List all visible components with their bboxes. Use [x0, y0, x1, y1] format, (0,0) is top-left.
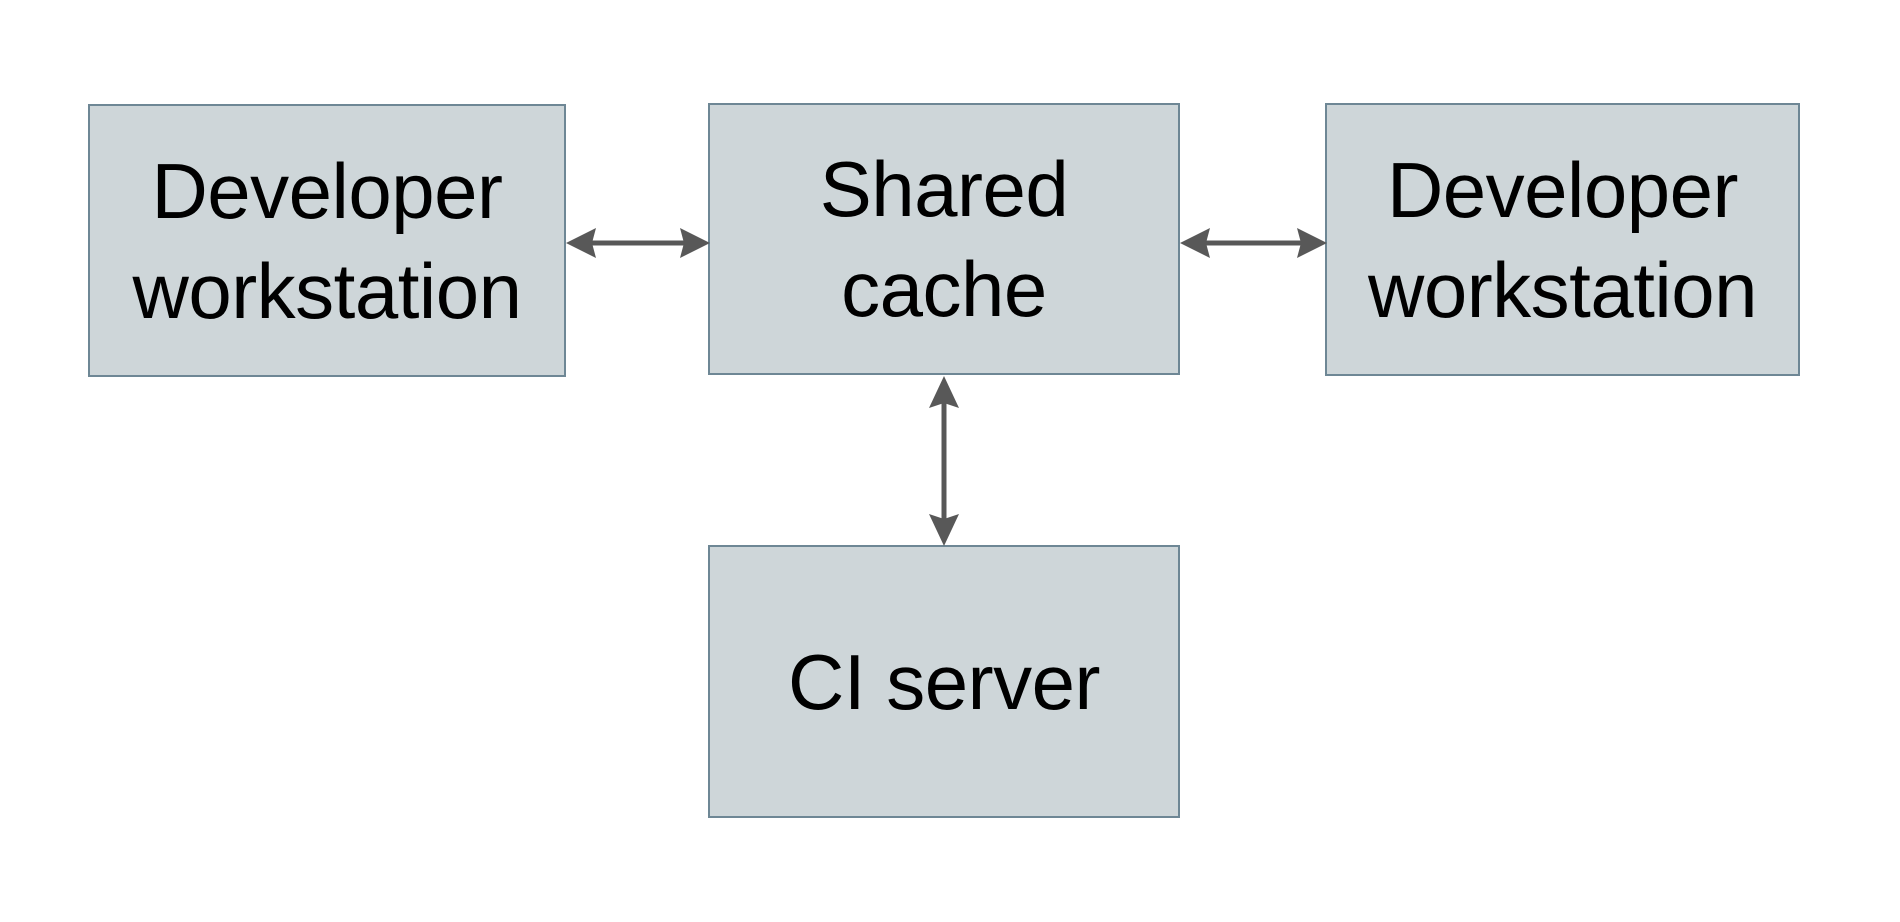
double-arrow-horizontal-icon	[566, 228, 710, 258]
edge-shared-cache-to-ci-server	[920, 376, 968, 546]
node-ci-server[interactable]: CI server	[708, 545, 1180, 818]
node-label: CI server	[788, 637, 1100, 726]
node-shared-cache[interactable]: Shared cache	[708, 103, 1180, 375]
node-developer-workstation-left[interactable]: Developer workstation	[88, 104, 566, 377]
node-developer-workstation-right[interactable]: Developer workstation	[1325, 103, 1800, 376]
node-label: Developer workstation	[132, 146, 523, 335]
node-label: Developer workstation	[1368, 145, 1758, 334]
edge-shared-cache-to-dev-right	[1180, 219, 1327, 267]
double-arrow-vertical-icon	[929, 376, 959, 546]
double-arrow-horizontal-icon	[1180, 228, 1327, 258]
edge-dev-left-to-shared-cache	[566, 219, 710, 267]
node-label: Shared cache	[819, 145, 1069, 333]
